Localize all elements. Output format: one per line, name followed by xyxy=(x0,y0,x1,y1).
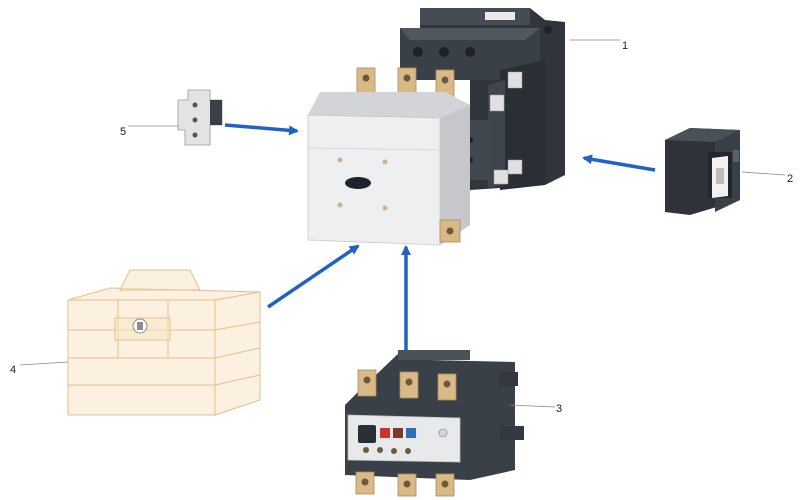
mounting-block xyxy=(177,89,223,146)
terminal-cover xyxy=(665,128,740,215)
overload-relay xyxy=(345,350,524,497)
arrow-terminal-cover xyxy=(582,154,656,172)
assembly-arrows xyxy=(224,123,656,350)
leader-lines xyxy=(19,39,786,408)
callout-1: 1 xyxy=(622,40,629,52)
callout-5: 5 xyxy=(120,126,127,138)
arrow-mounting-block xyxy=(224,123,299,136)
callout-3: 3 xyxy=(556,403,563,415)
contactor xyxy=(307,8,565,246)
callout-4: 4 xyxy=(10,364,17,376)
arrow-protective-cover xyxy=(267,244,360,309)
protective-cover xyxy=(67,269,261,416)
callout-2: 2 xyxy=(787,173,794,185)
